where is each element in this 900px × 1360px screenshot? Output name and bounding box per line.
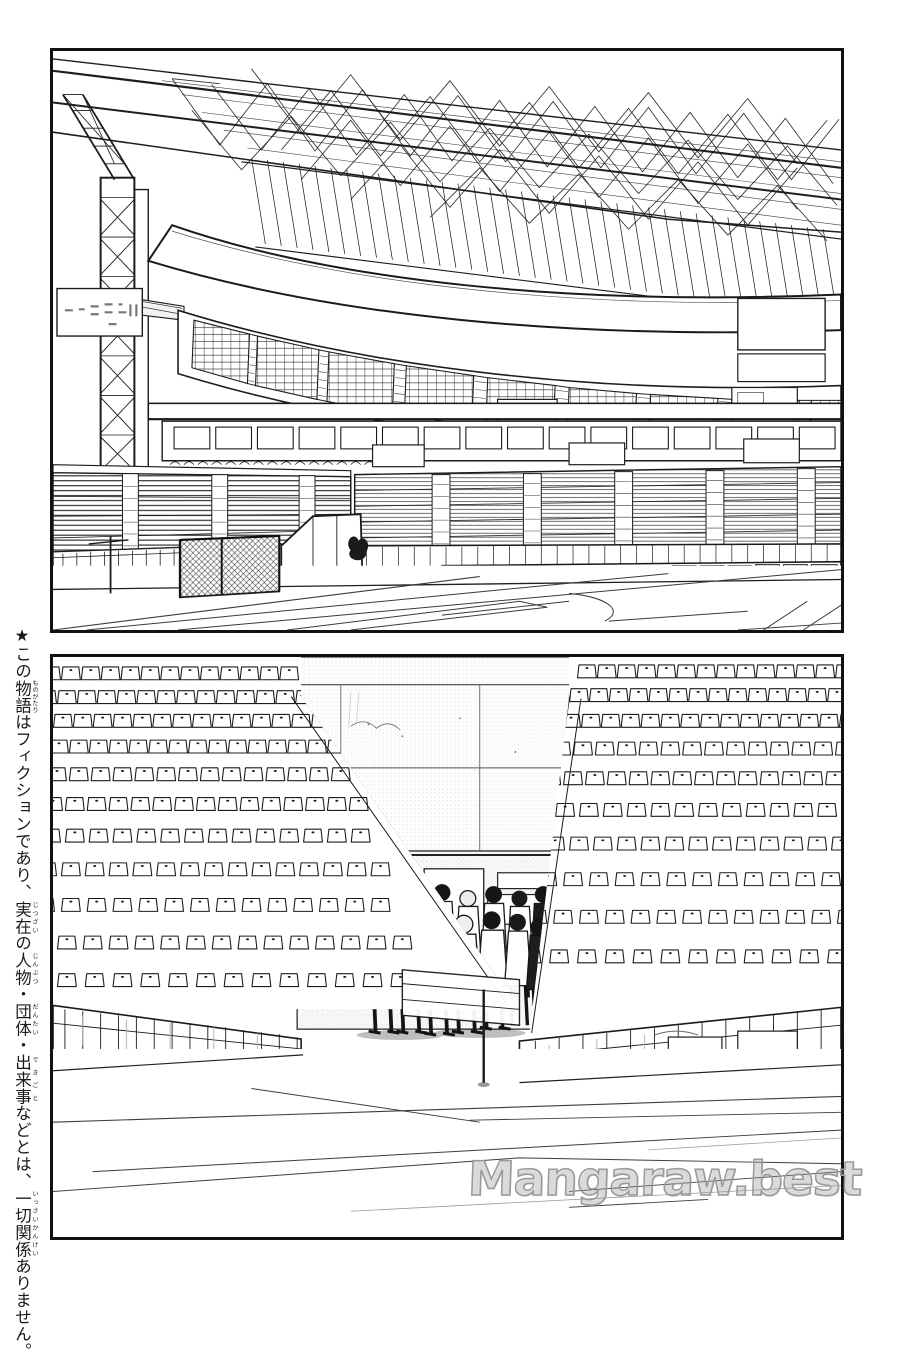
manga-page: ★この物語ものがたりはフィクションであり、実在じつざいの人物じんぶつ・団体だんた… [4, 48, 864, 1360]
manga-panel-bottom [50, 654, 844, 1240]
disclaimer-ruby-dekigoto: 出来事できごと [12, 1053, 39, 1105]
disclaimer-ruby-kankei: 関係かんけい [12, 1223, 39, 1258]
disclaimer-ruby-issai: 一切いっさい [12, 1189, 39, 1224]
disclaimer-run-5: ・ [12, 985, 32, 1003]
manga-panel-top [50, 48, 844, 633]
disclaimer-run-3: はフィクションであり、 [12, 713, 32, 901]
disclaimer-ruby-jinbutsu: 人物じんぶつ [12, 951, 39, 986]
wall-sign [56, 287, 144, 337]
roof-canopy-edge [146, 224, 841, 334]
disclaimer-ruby-monogatari: 物語ものがたり [12, 679, 39, 714]
fiction-disclaimer-text: ★この物語ものがたりはフィクションであり、実在じつざいの人物じんぶつ・団体だんた… [4, 626, 39, 1360]
corner-flag-pole [88, 535, 129, 594]
disclaimer-run-8: ありません。 [12, 1257, 32, 1360]
disclaimer-ruby-dantai: 団体だんたい [12, 1002, 39, 1037]
corner-flag-pole [477, 989, 490, 1087]
stadium-tunnel-group-artwork [53, 657, 841, 1237]
pitch-line-markings [53, 565, 841, 630]
disclaimer-run-1: こ [12, 645, 32, 663]
stadium-wide-interior-artwork [53, 51, 841, 630]
goal-with-net [178, 534, 281, 599]
disclaimer-run-4: の [12, 934, 32, 952]
pitch-line-markings [53, 1048, 841, 1237]
roof-space-frame-truss [53, 58, 841, 321]
disclaimer-run-7: などとは、 [12, 1104, 32, 1190]
disclaimer-run-2: の [12, 662, 32, 680]
disclaimer-star: ★ [12, 626, 32, 646]
disclaimer-run-6: ・ [12, 1036, 32, 1054]
distant-figure [348, 536, 369, 561]
disclaimer-ruby-jitsuzai: 実在じつざい [12, 900, 39, 935]
press-box-row [56, 287, 841, 465]
